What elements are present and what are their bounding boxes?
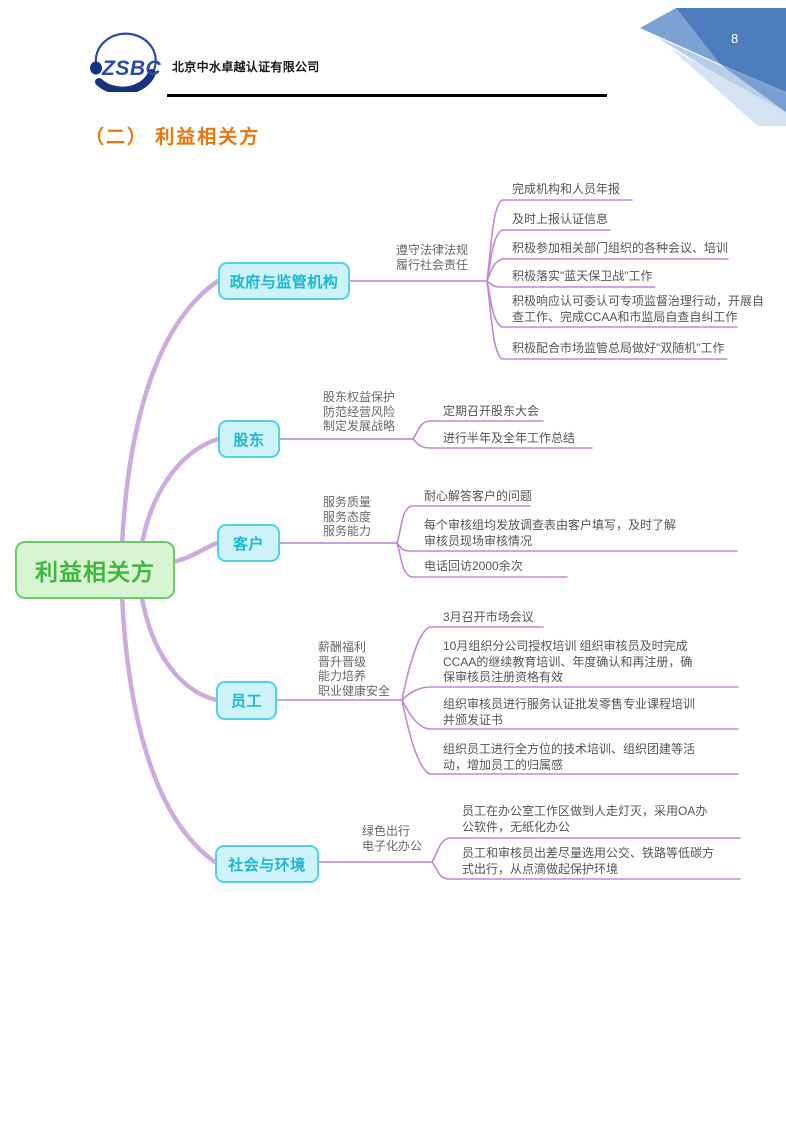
leaf-item: 完成机构和人员年报 (512, 182, 621, 196)
branch-note-shareholders: 股东权益保护 防范经营风险 制定发展战略 (323, 390, 396, 433)
leaf-item: 定期召开股东大会 (443, 404, 540, 418)
branch-node-shareholders: 股东 (218, 420, 280, 458)
branch-node-employees: 员工 (216, 681, 277, 720)
corner-decoration: 8 (640, 8, 786, 126)
branch-node-society-environment: 社会与环境 (215, 845, 319, 883)
leaf-item: 积极参加相关部门组织的各种会议、培训 (512, 241, 729, 255)
leaf-item: 员工在办公室工作区做到人走灯灭，采用OA办 公软件，无纸化办公 (462, 804, 708, 834)
company-name: 北京中水卓越认证有限公司 (172, 60, 320, 74)
mindmap-root-node: 利益相关方 (15, 541, 175, 599)
leaf-item: 积极配合市场监管总局做好"双随机"工作 (512, 341, 725, 355)
header-rule (167, 94, 607, 97)
leaf-item: 及时上报认证信息 (512, 212, 609, 226)
leaf-item: 员工和审核员出差尽量选用公交、铁路等低碳方 式出行，从点滴做起保护环境 (462, 846, 715, 876)
leaf-item: 组织审核员进行服务认证批发零售专业课程培训 并颁发证书 (443, 697, 696, 727)
branch-note-government: 遵守法律法规 履行社会责任 (396, 243, 469, 272)
leaf-item: 耐心解答客户的问题 (424, 489, 533, 503)
leaf-item: 组织员工进行全方位的技术培训、组织团建等活 动，增加员工的归属感 (443, 742, 696, 772)
leaf-item: 每个审核组均发放调查表由客户填写，及时了解 审核员现场审核情况 (424, 518, 677, 548)
page-number: 8 (731, 31, 738, 46)
branch-node-customers: 客户 (217, 524, 280, 562)
leaf-item: 积极响应认可委认可专项监督治理行动，开展自 查工作、完成CCAA和市监局自查自纠… (512, 294, 765, 324)
logo-text: ZSBC (101, 57, 162, 80)
branch-note-customers: 服务质量 服务态度 服务能力 (323, 495, 372, 538)
leaf-item: 积极落实"蓝天保卫战"工作 (512, 269, 653, 283)
leaf-item: 3月召开市场会议 (443, 610, 534, 624)
branch-note-employees: 薪酬福利 晋升晋级 能力培养 职业健康安全 (318, 640, 391, 698)
leaf-item: 进行半年及全年工作总结 (443, 431, 576, 445)
branch-note-society-environment: 绿色出行 电子化办公 (362, 824, 423, 853)
page-title: （二） 利益相关方 (85, 127, 261, 148)
leaf-item: 10月组织分公司授权培训 组织审核员及时完成 CCAA的继续教育培训、年度确认和… (443, 639, 693, 684)
branch-node-government: 政府与监管机构 (218, 262, 350, 300)
company-logo: ZSBC (90, 32, 162, 92)
leaf-item: 电话回访2000余次 (424, 559, 523, 573)
